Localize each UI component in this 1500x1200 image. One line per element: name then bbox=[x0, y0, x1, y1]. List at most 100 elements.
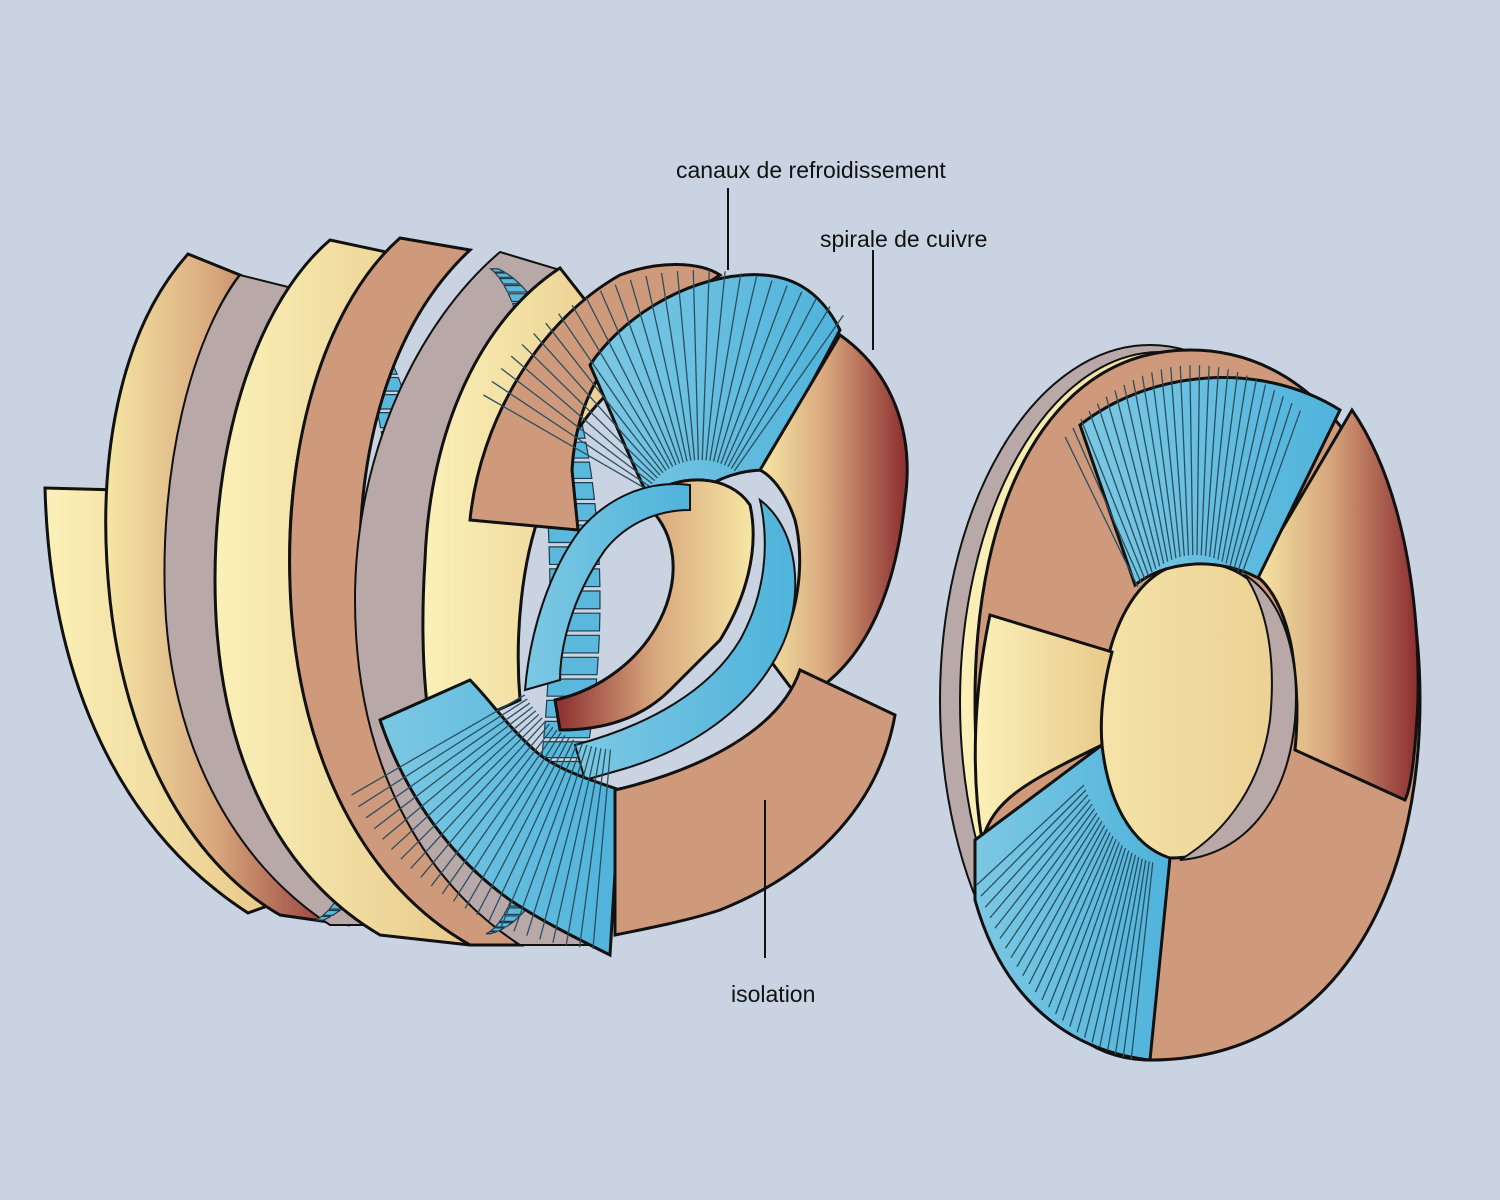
channel-divider bbox=[1217, 375, 1248, 560]
channel-divider bbox=[1200, 365, 1210, 556]
channel-divider bbox=[705, 271, 726, 461]
label-copper-spiral: spirale de cuivre bbox=[820, 226, 988, 252]
cooling-fan-bottom bbox=[378, 678, 622, 958]
channel-divider bbox=[976, 784, 1085, 886]
channel-segment bbox=[493, 272, 515, 278]
channel-divider bbox=[989, 799, 1091, 919]
inner-hole-channels bbox=[523, 483, 691, 692]
channel-divider bbox=[1123, 384, 1165, 564]
disc-channels-bottom bbox=[973, 742, 1172, 1062]
channel-divider bbox=[1209, 369, 1229, 557]
channel-divider bbox=[1204, 367, 1220, 556]
inner-hole-copper bbox=[553, 478, 755, 732]
coil-stack bbox=[43, 236, 909, 958]
channel-divider bbox=[712, 276, 758, 462]
channel-divider bbox=[1034, 832, 1111, 993]
channel-divider bbox=[500, 367, 653, 485]
channel-divider bbox=[676, 270, 696, 461]
channel-divider bbox=[1004, 812, 1098, 949]
channel-divider bbox=[1122, 861, 1150, 1058]
channel-divider bbox=[716, 280, 773, 463]
channel-divider bbox=[513, 743, 583, 932]
channel-divider bbox=[476, 737, 570, 916]
channel-divider bbox=[629, 279, 684, 463]
channel-divider bbox=[701, 270, 710, 461]
disc-segment-right bbox=[1252, 407, 1420, 802]
disc-channels-bottom-lines bbox=[976, 784, 1154, 1060]
channel-divider bbox=[491, 380, 651, 488]
channel-divider bbox=[980, 789, 1087, 897]
channel-divider bbox=[452, 732, 562, 902]
channel-divider bbox=[1114, 860, 1147, 1055]
channel-divider bbox=[500, 741, 579, 927]
channel-segment bbox=[489, 268, 505, 273]
label-insulation: isolation bbox=[731, 981, 816, 1007]
channel-divider bbox=[660, 272, 692, 461]
channel-divider bbox=[373, 706, 534, 830]
channel-divider bbox=[358, 698, 528, 808]
channel-divider bbox=[1189, 365, 1194, 556]
channel-divider bbox=[1054, 842, 1120, 1015]
channel-divider bbox=[599, 290, 677, 466]
channel-divider bbox=[441, 729, 558, 895]
channel-divider bbox=[1196, 365, 1201, 556]
channel-divider bbox=[365, 702, 531, 819]
channel-divider bbox=[539, 746, 593, 940]
channel-divider bbox=[1170, 367, 1185, 557]
disc-inner-edge bbox=[1179, 574, 1297, 861]
channel-segment bbox=[485, 931, 497, 935]
channel-divider bbox=[1105, 396, 1157, 570]
channel-divider bbox=[1076, 850, 1130, 1033]
channel-divider bbox=[1130, 862, 1154, 1060]
channel-divider bbox=[526, 744, 588, 936]
copper-spiral-top bbox=[468, 263, 723, 532]
channel-divider bbox=[585, 297, 674, 467]
channel-divider bbox=[1064, 436, 1139, 588]
channel-divider bbox=[483, 394, 649, 491]
channel-divider bbox=[1106, 858, 1143, 1051]
channel-divider bbox=[1041, 835, 1114, 1001]
channel-divider bbox=[1233, 396, 1284, 569]
channel-divider bbox=[571, 304, 670, 469]
channel-divider bbox=[1099, 856, 1140, 1047]
channel-divider bbox=[558, 313, 667, 471]
channel-divider bbox=[1083, 852, 1133, 1038]
channel-divider bbox=[692, 270, 700, 461]
channel-divider bbox=[730, 306, 831, 470]
channel-divider bbox=[1114, 390, 1161, 567]
channel-divider bbox=[410, 720, 547, 869]
cooling-fan-bottom-lines bbox=[351, 694, 612, 949]
channel-divider bbox=[1091, 854, 1137, 1043]
channel-divider bbox=[1072, 427, 1142, 583]
channel-divider bbox=[400, 717, 543, 860]
channel-divider bbox=[592, 749, 612, 949]
channel-divider bbox=[1062, 845, 1123, 1021]
channel-divider bbox=[1080, 418, 1146, 580]
channel-divider bbox=[1229, 389, 1276, 567]
channel-segment bbox=[498, 277, 522, 285]
channel-divider bbox=[720, 285, 788, 464]
channel-divider bbox=[733, 314, 844, 472]
channel-divider bbox=[1141, 375, 1173, 560]
channel-divider bbox=[1010, 816, 1100, 959]
channel-divider bbox=[1028, 828, 1108, 985]
channel-divider bbox=[614, 284, 681, 464]
channel-divider bbox=[1237, 402, 1293, 573]
channel-divider bbox=[1069, 847, 1127, 1027]
channel-divider bbox=[545, 322, 664, 474]
channel-divider bbox=[709, 273, 742, 461]
channel-divider bbox=[1016, 821, 1103, 968]
channel-divider bbox=[1213, 371, 1239, 559]
channel-divider bbox=[521, 343, 658, 479]
single-disc bbox=[939, 344, 1422, 1062]
channel-divider bbox=[1221, 379, 1257, 562]
channel-divider bbox=[1240, 410, 1302, 576]
channel-divider bbox=[999, 808, 1095, 939]
channel-divider bbox=[420, 723, 550, 878]
channel-divider bbox=[382, 710, 537, 840]
channel-divider bbox=[533, 332, 661, 476]
channel-divider bbox=[1179, 365, 1190, 556]
channel-divider bbox=[1048, 839, 1117, 1008]
